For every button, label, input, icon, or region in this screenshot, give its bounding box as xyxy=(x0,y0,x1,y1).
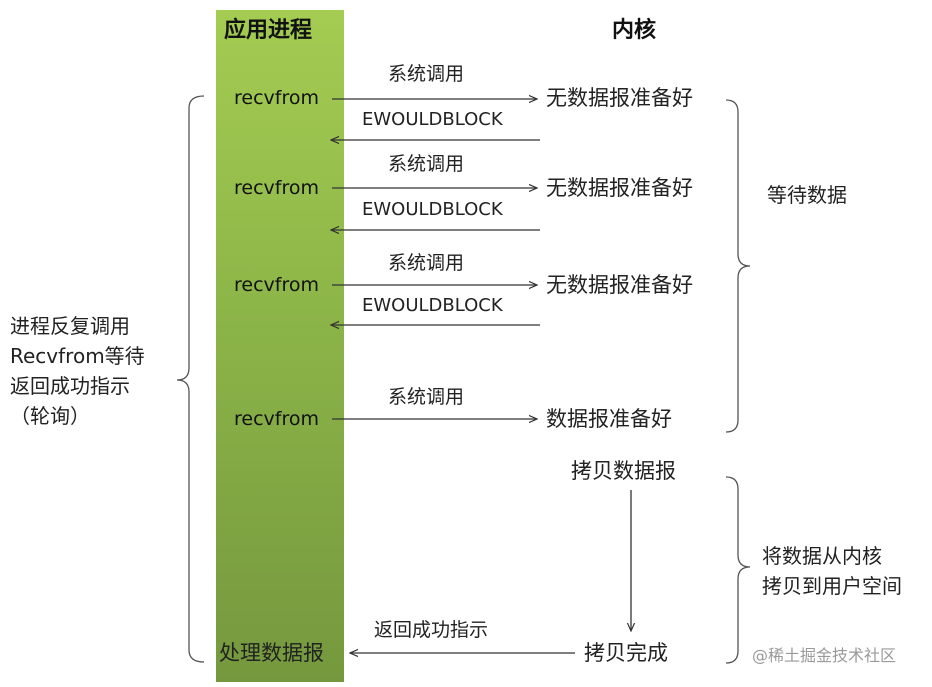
wait-brace xyxy=(725,99,751,433)
app-process-header: 应用进程 xyxy=(224,18,313,43)
left-brace xyxy=(176,95,205,663)
recvfrom-label-1: recvfrom xyxy=(234,87,319,109)
ewouldblock-label-2: EWOULDBLOCK xyxy=(362,199,503,220)
copy-annotation: 将数据从内核 拷贝到用户空间 xyxy=(762,541,902,601)
syscall-label-1: 系统调用 xyxy=(388,63,465,85)
syscall-label-3: 系统调用 xyxy=(388,252,465,274)
copy-brace xyxy=(725,476,751,664)
recvfrom-label-3: recvfrom xyxy=(234,274,319,296)
process-datagram-label: 处理数据报 xyxy=(219,641,324,665)
left-annotation-line-3: 返回成功指示 xyxy=(10,374,130,398)
application-process-column xyxy=(216,10,344,682)
left-annotation-line-1: 进程反复调用 xyxy=(10,314,130,338)
kernel-status-1: 无数据报准备好 xyxy=(546,86,693,110)
left-annotation-line-2: Recvfrom等待 xyxy=(10,344,145,368)
success-return-label: 返回成功指示 xyxy=(374,619,489,641)
kernel-status-2: 无数据报准备好 xyxy=(546,176,693,200)
copy-datagram-label: 拷贝数据报 xyxy=(571,459,676,483)
watermark: @稀土掘金技术社区 xyxy=(752,646,897,665)
kernel-status-4: 数据报准备好 xyxy=(546,407,672,431)
recvfrom-label-4: recvfrom xyxy=(234,408,319,430)
left-annotation: 进程反复调用 Recvfrom等待 返回成功指示 （轮询） xyxy=(10,311,145,431)
syscall-label-4: 系统调用 xyxy=(388,386,465,408)
ewouldblock-label-3: EWOULDBLOCK xyxy=(362,295,503,316)
copy-annotation-line-2: 拷贝到用户空间 xyxy=(762,574,902,598)
ewouldblock-label-1: EWOULDBLOCK xyxy=(362,109,503,130)
left-annotation-line-4: （轮询） xyxy=(10,404,90,428)
wait-data-annotation: 等待数据 xyxy=(767,183,847,207)
copy-done-label: 拷贝完成 xyxy=(584,641,668,665)
kernel-status-3: 无数据报准备好 xyxy=(546,273,693,297)
kernel-header: 内核 xyxy=(612,18,657,43)
syscall-label-2: 系统调用 xyxy=(388,153,465,175)
copy-annotation-line-1: 将数据从内核 xyxy=(762,544,882,568)
recvfrom-label-2: recvfrom xyxy=(234,177,319,199)
